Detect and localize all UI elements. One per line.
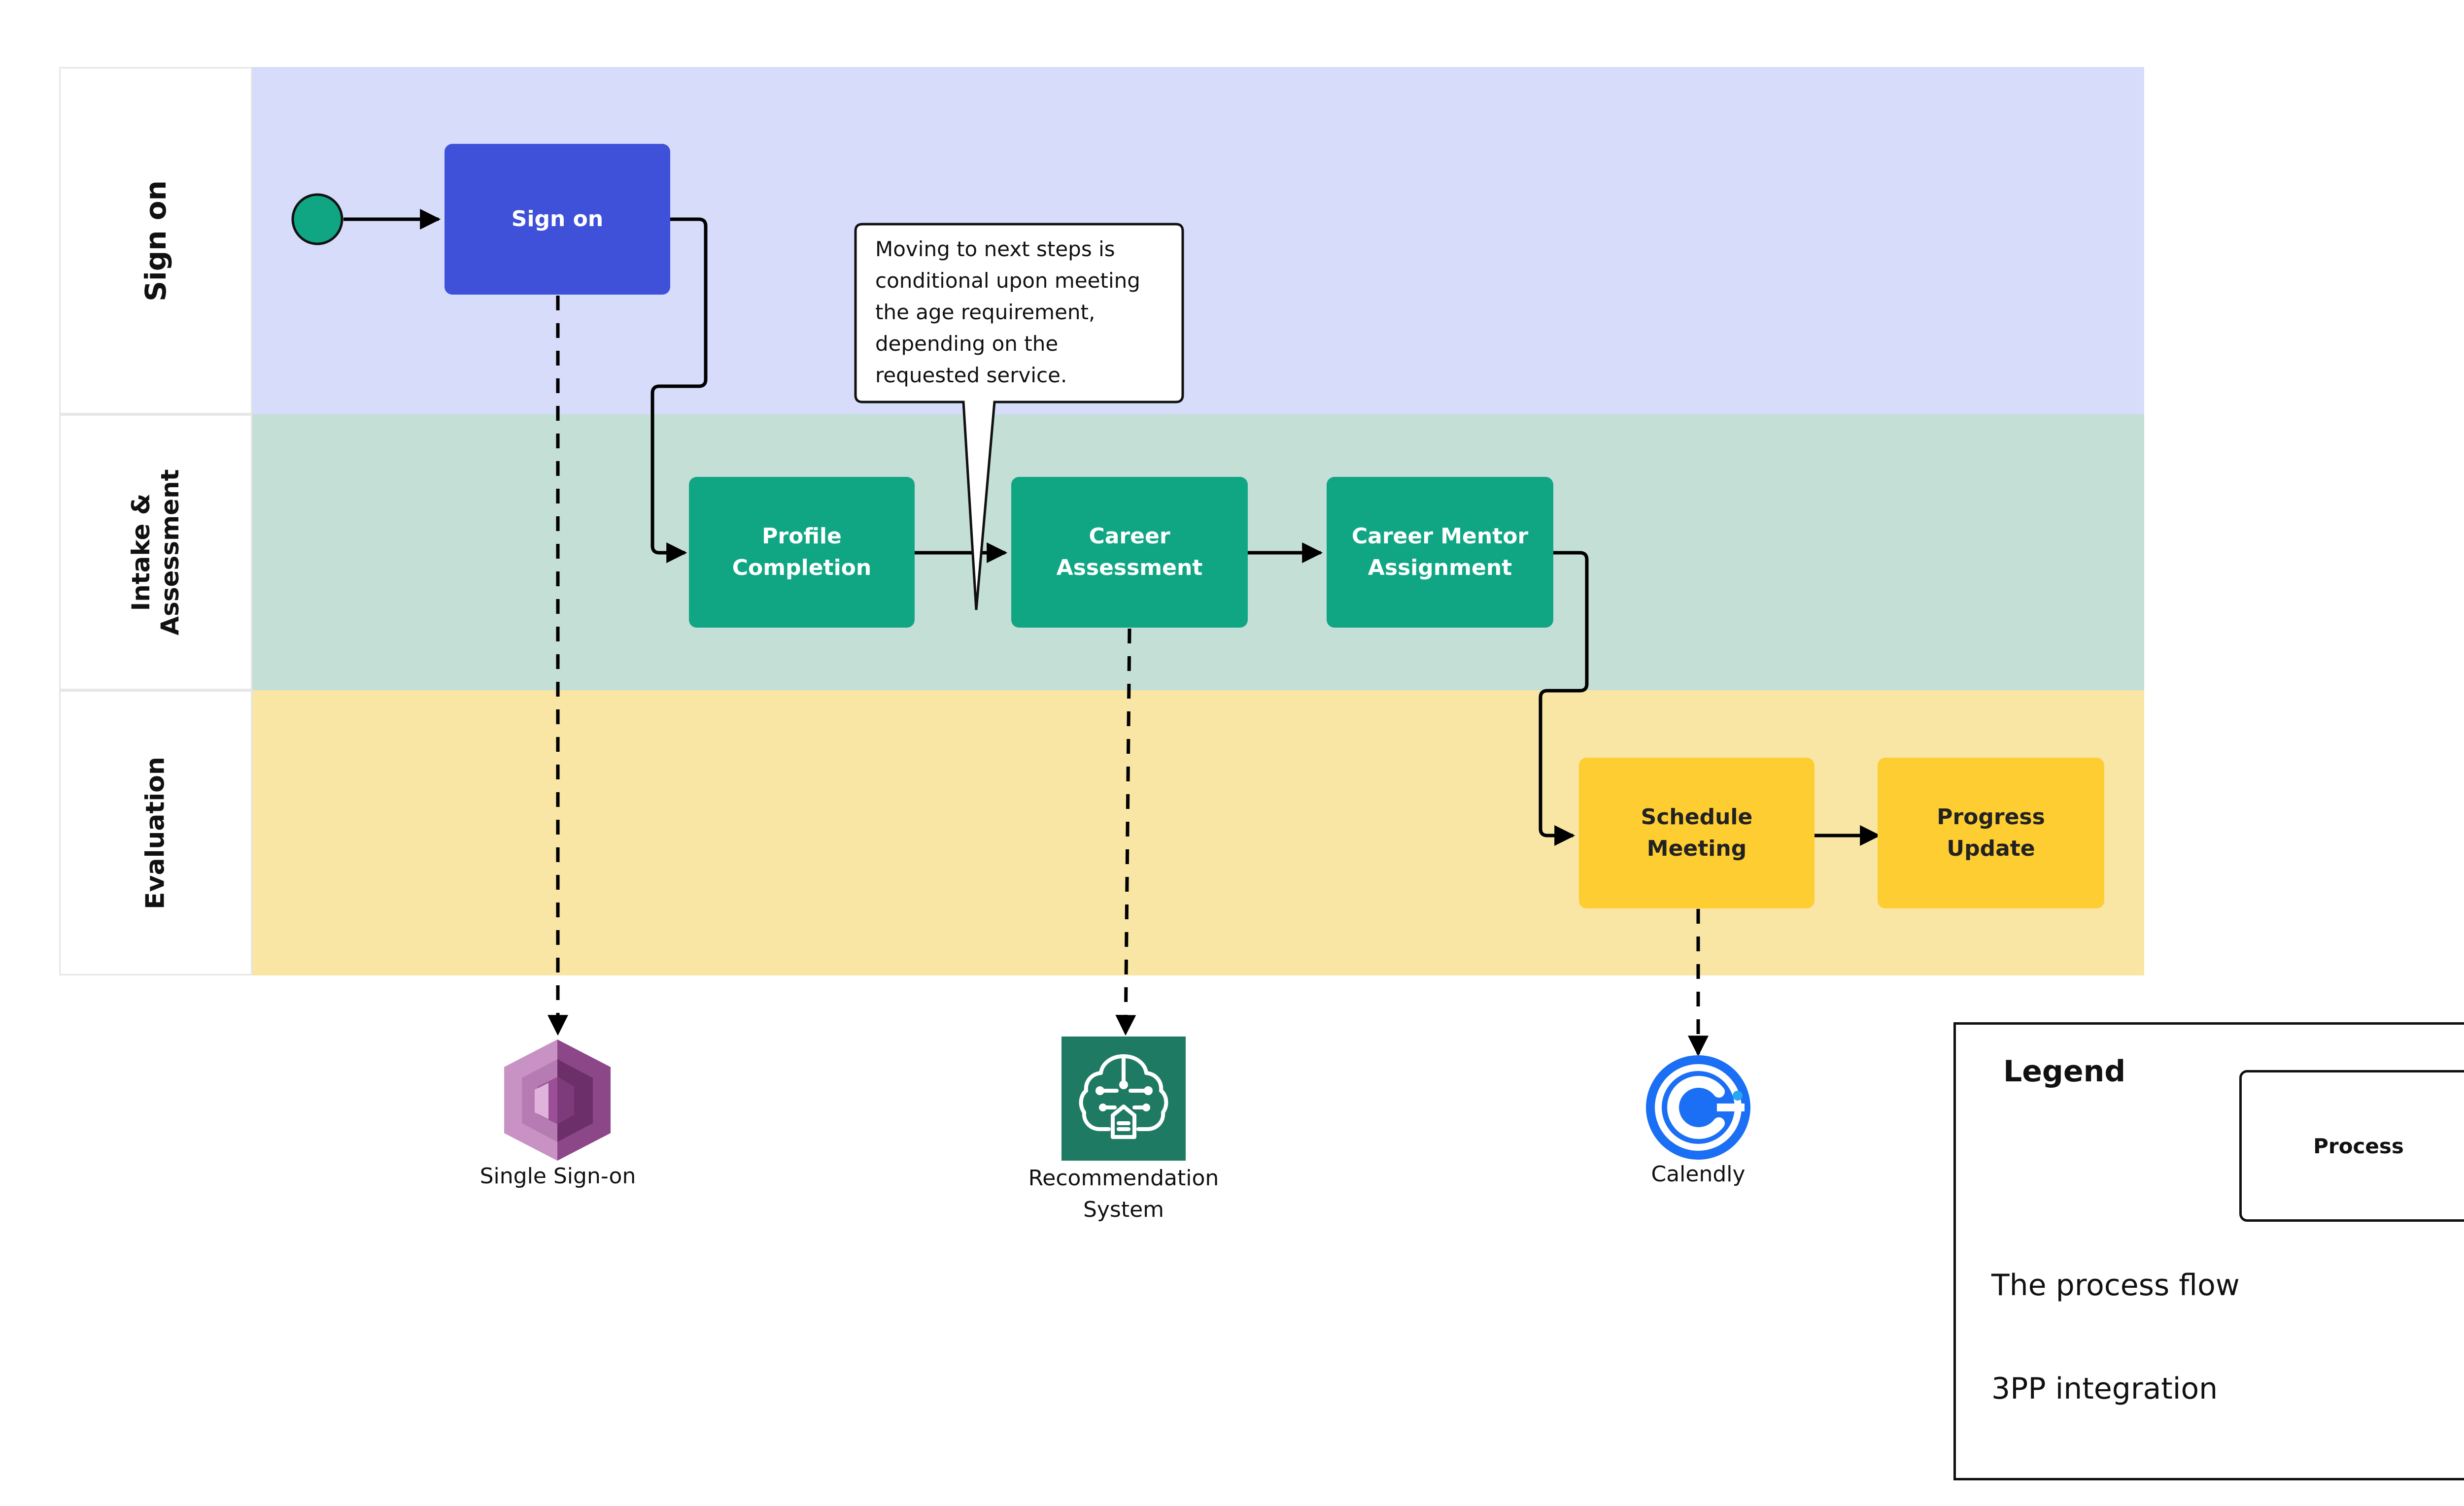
single-sign-on-icon bbox=[504, 1039, 611, 1161]
recommendation-system-label-line2: System bbox=[1083, 1197, 1164, 1222]
integration-assessment-to-recommendation bbox=[1115, 628, 1136, 1036]
flow-sign-on-to-profile bbox=[650, 217, 708, 563]
process-schedule-meeting-line2: Meeting bbox=[1646, 836, 1747, 861]
process-profile-completion-line2: Completion bbox=[732, 555, 872, 580]
callout-line-2: conditional upon meeting bbox=[875, 268, 1140, 293]
legend-title: Legend bbox=[2003, 1054, 2126, 1089]
callout-line-3: the age requirement, bbox=[875, 300, 1095, 324]
process-sign-on[interactable]: Sign on bbox=[445, 144, 670, 295]
legend-integration-label: 3PP integration bbox=[1991, 1372, 2218, 1406]
recommendation-system-label-line1: Recommendation bbox=[1028, 1166, 1219, 1191]
process-career-assessment-line2: Assessment bbox=[1056, 555, 1203, 580]
process-schedule-meeting-line1: Schedule bbox=[1641, 804, 1753, 830]
process-career-mentor-assignment[interactable]: Career Mentor Assignment bbox=[1327, 477, 1553, 628]
process-progress-update-line2: Update bbox=[1947, 836, 2035, 861]
lane-evaluation bbox=[252, 690, 2144, 975]
process-sign-on-label: Sign on bbox=[511, 206, 604, 232]
process-progress-update[interactable]: Progress Update bbox=[1878, 758, 2104, 908]
process-profile-completion[interactable]: Profile Completion bbox=[689, 477, 915, 628]
single-sign-on-label: Single Sign-on bbox=[479, 1164, 636, 1189]
legend-flow-label: The process flow bbox=[1991, 1268, 2240, 1303]
callout-text: Moving to next steps is conditional upon… bbox=[875, 234, 1171, 391]
lane-header-intake-assessment: Intake &Assessment bbox=[59, 414, 252, 690]
callout-bubble bbox=[854, 223, 1184, 610]
lane-header-evaluation: Evaluation bbox=[59, 690, 252, 975]
flow-mentor-to-schedule bbox=[1539, 551, 1589, 846]
legend-process-shape: Process bbox=[2239, 1070, 2464, 1222]
callout-line-1: Moving to next steps is bbox=[875, 237, 1115, 261]
process-schedule-meeting[interactable]: Schedule Meeting bbox=[1579, 758, 1814, 908]
process-career-mentor-line2: Assignment bbox=[1368, 555, 1512, 580]
process-profile-completion-line1: Profile bbox=[762, 524, 842, 549]
recommendation-system-icon bbox=[1061, 1037, 1186, 1161]
calendly-label: Calendly bbox=[1651, 1162, 1745, 1187]
process-career-mentor-line1: Career Mentor bbox=[1351, 524, 1529, 549]
start-event bbox=[291, 193, 343, 245]
process-career-assessment[interactable]: Career Assessment bbox=[1011, 477, 1248, 628]
recommendation-system-label: Recommendation System bbox=[1000, 1163, 1247, 1226]
callout-line-4: depending on the bbox=[875, 332, 1059, 356]
calendly-icon bbox=[1646, 1055, 1750, 1160]
callout-line-5: requested service. bbox=[875, 363, 1067, 387]
legend-process-label: Process bbox=[2313, 1134, 2404, 1158]
process-progress-update-line1: Progress bbox=[1937, 804, 2045, 830]
legend: Legend Process The process flow 3PP inte… bbox=[1953, 1022, 2464, 1480]
process-career-assessment-line1: Career bbox=[1089, 524, 1170, 549]
lane-header-sign-on: Sign on bbox=[59, 67, 252, 414]
